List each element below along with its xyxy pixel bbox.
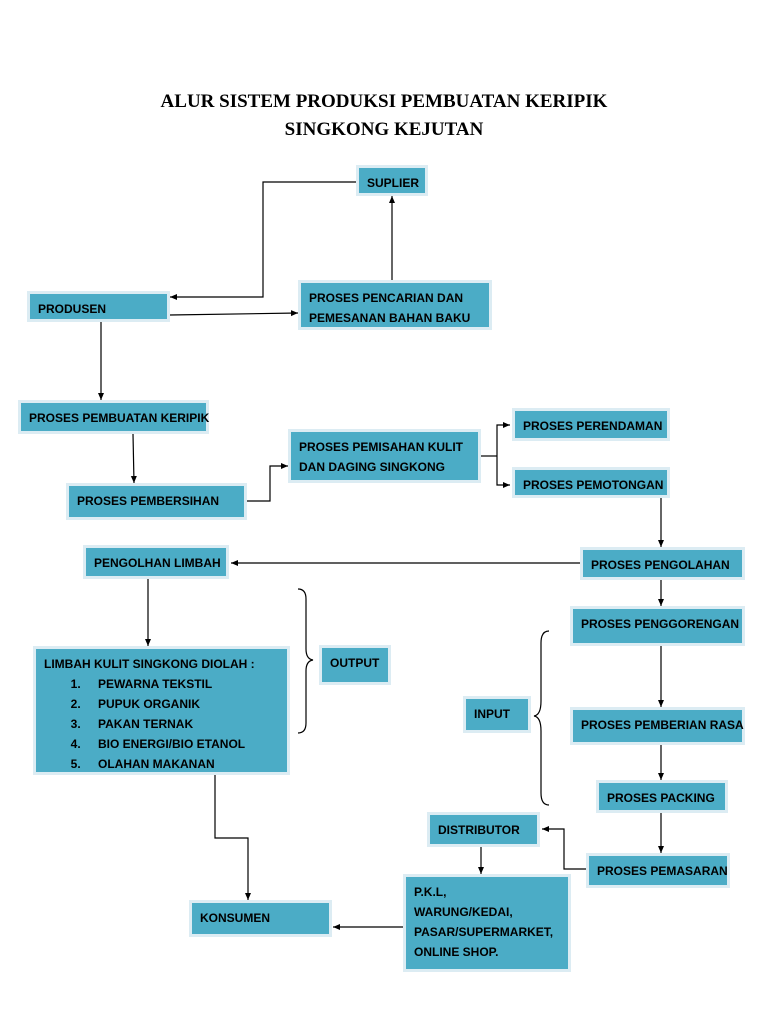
box-produsen: PRODUSEN: [27, 291, 170, 322]
limbah-list: PEWARNA TEKSTIL PUPUK ORGANIK PAKAN TERN…: [44, 674, 279, 774]
box-pembersihan: PROSES PEMBERSIHAN: [66, 483, 247, 520]
limbah-item: BIO ENERGI/BIO ETANOL: [84, 734, 279, 754]
outlet-item: WARUNG/KEDAI,: [414, 905, 513, 919]
box-suplier: SUPLIER: [356, 165, 428, 196]
arrow-to-perendaman: [496, 422, 510, 456]
limbah-item: PAKAN TERNAK: [84, 714, 279, 734]
arrow-pembuatan-to-pembersihan: [130, 433, 137, 484]
box-pengolahan: PROSES PENGOLAHAN: [580, 547, 745, 580]
limbah-heading: LIMBAH KULIT SINGKONG DIOLAH :: [44, 657, 255, 671]
limbah-item: PEWARNA TEKSTIL: [84, 674, 279, 694]
diagram-title: ALUR SISTEM PRODUKSI PEMBUATAN KERIPIK S…: [0, 88, 768, 144]
limbah-item: OLAHAN MAKANAN: [84, 754, 279, 774]
box-input: INPUT: [463, 696, 531, 733]
box-pemisahan: PROSES PEMISAHAN KULIT DAN DAGING SINGKO…: [288, 429, 481, 483]
arrow-pembersihan-to-pemisahan: [247, 463, 288, 502]
box-pencarian: PROSES PENCARIAN DAN PEMESANAN BAHAN BAK…: [298, 280, 492, 330]
box-penggorengan: PROSES PENGGORENGAN: [570, 606, 745, 646]
box-konsumen: KONSUMEN: [189, 900, 332, 937]
box-limbah-list: LIMBAH KULIT SINGKONG DIOLAH : PEWARNA T…: [33, 646, 290, 775]
box-pemberian-rasa: PROSES PEMBERIAN RASA: [570, 707, 745, 745]
box-outlets: P.K.L, WARUNG/KEDAI, PASAR/SUPERMARKET, …: [403, 874, 571, 972]
box-pemasaran: PROSES PEMASARAN: [586, 853, 730, 888]
output-brace: [297, 588, 314, 734]
title-line-2: SINGKONG KEJUTAN: [284, 119, 484, 140]
arrow-suplier-to-produsen: [170, 181, 356, 300]
box-packing: PROSES PACKING: [596, 780, 728, 813]
limbah-item: PUPUK ORGANIK: [84, 694, 279, 714]
box-perendaman: PROSES PERENDAMAN: [512, 408, 670, 441]
box-pemotongan: PROSES PEMOTONGAN: [512, 467, 670, 498]
arrow-limbah-to-konsumen: [214, 775, 251, 900]
arrow-pemasaran-to-distributor: [542, 826, 586, 870]
box-pengolahan-limbah: PENGOLHAN LIMBAH: [83, 545, 229, 579]
box-output: OUTPUT: [319, 645, 391, 685]
box-pembuatan: PROSES PEMBUATAN KERIPIK: [18, 400, 209, 434]
outlet-item: PASAR/SUPERMARKET,: [414, 925, 554, 939]
input-brace: [533, 630, 550, 806]
outlet-item: P.K.L,: [414, 885, 447, 899]
outlet-item: ONLINE SHOP.: [414, 945, 499, 959]
arrow-to-pemotongan: [496, 456, 510, 488]
arrow-produsen-to-pencarian: [169, 310, 299, 317]
title-line-1: ALUR SISTEM PRODUKSI PEMBUATAN KERIPIK: [160, 91, 608, 112]
box-distributor: DISTRIBUTOR: [427, 812, 540, 847]
